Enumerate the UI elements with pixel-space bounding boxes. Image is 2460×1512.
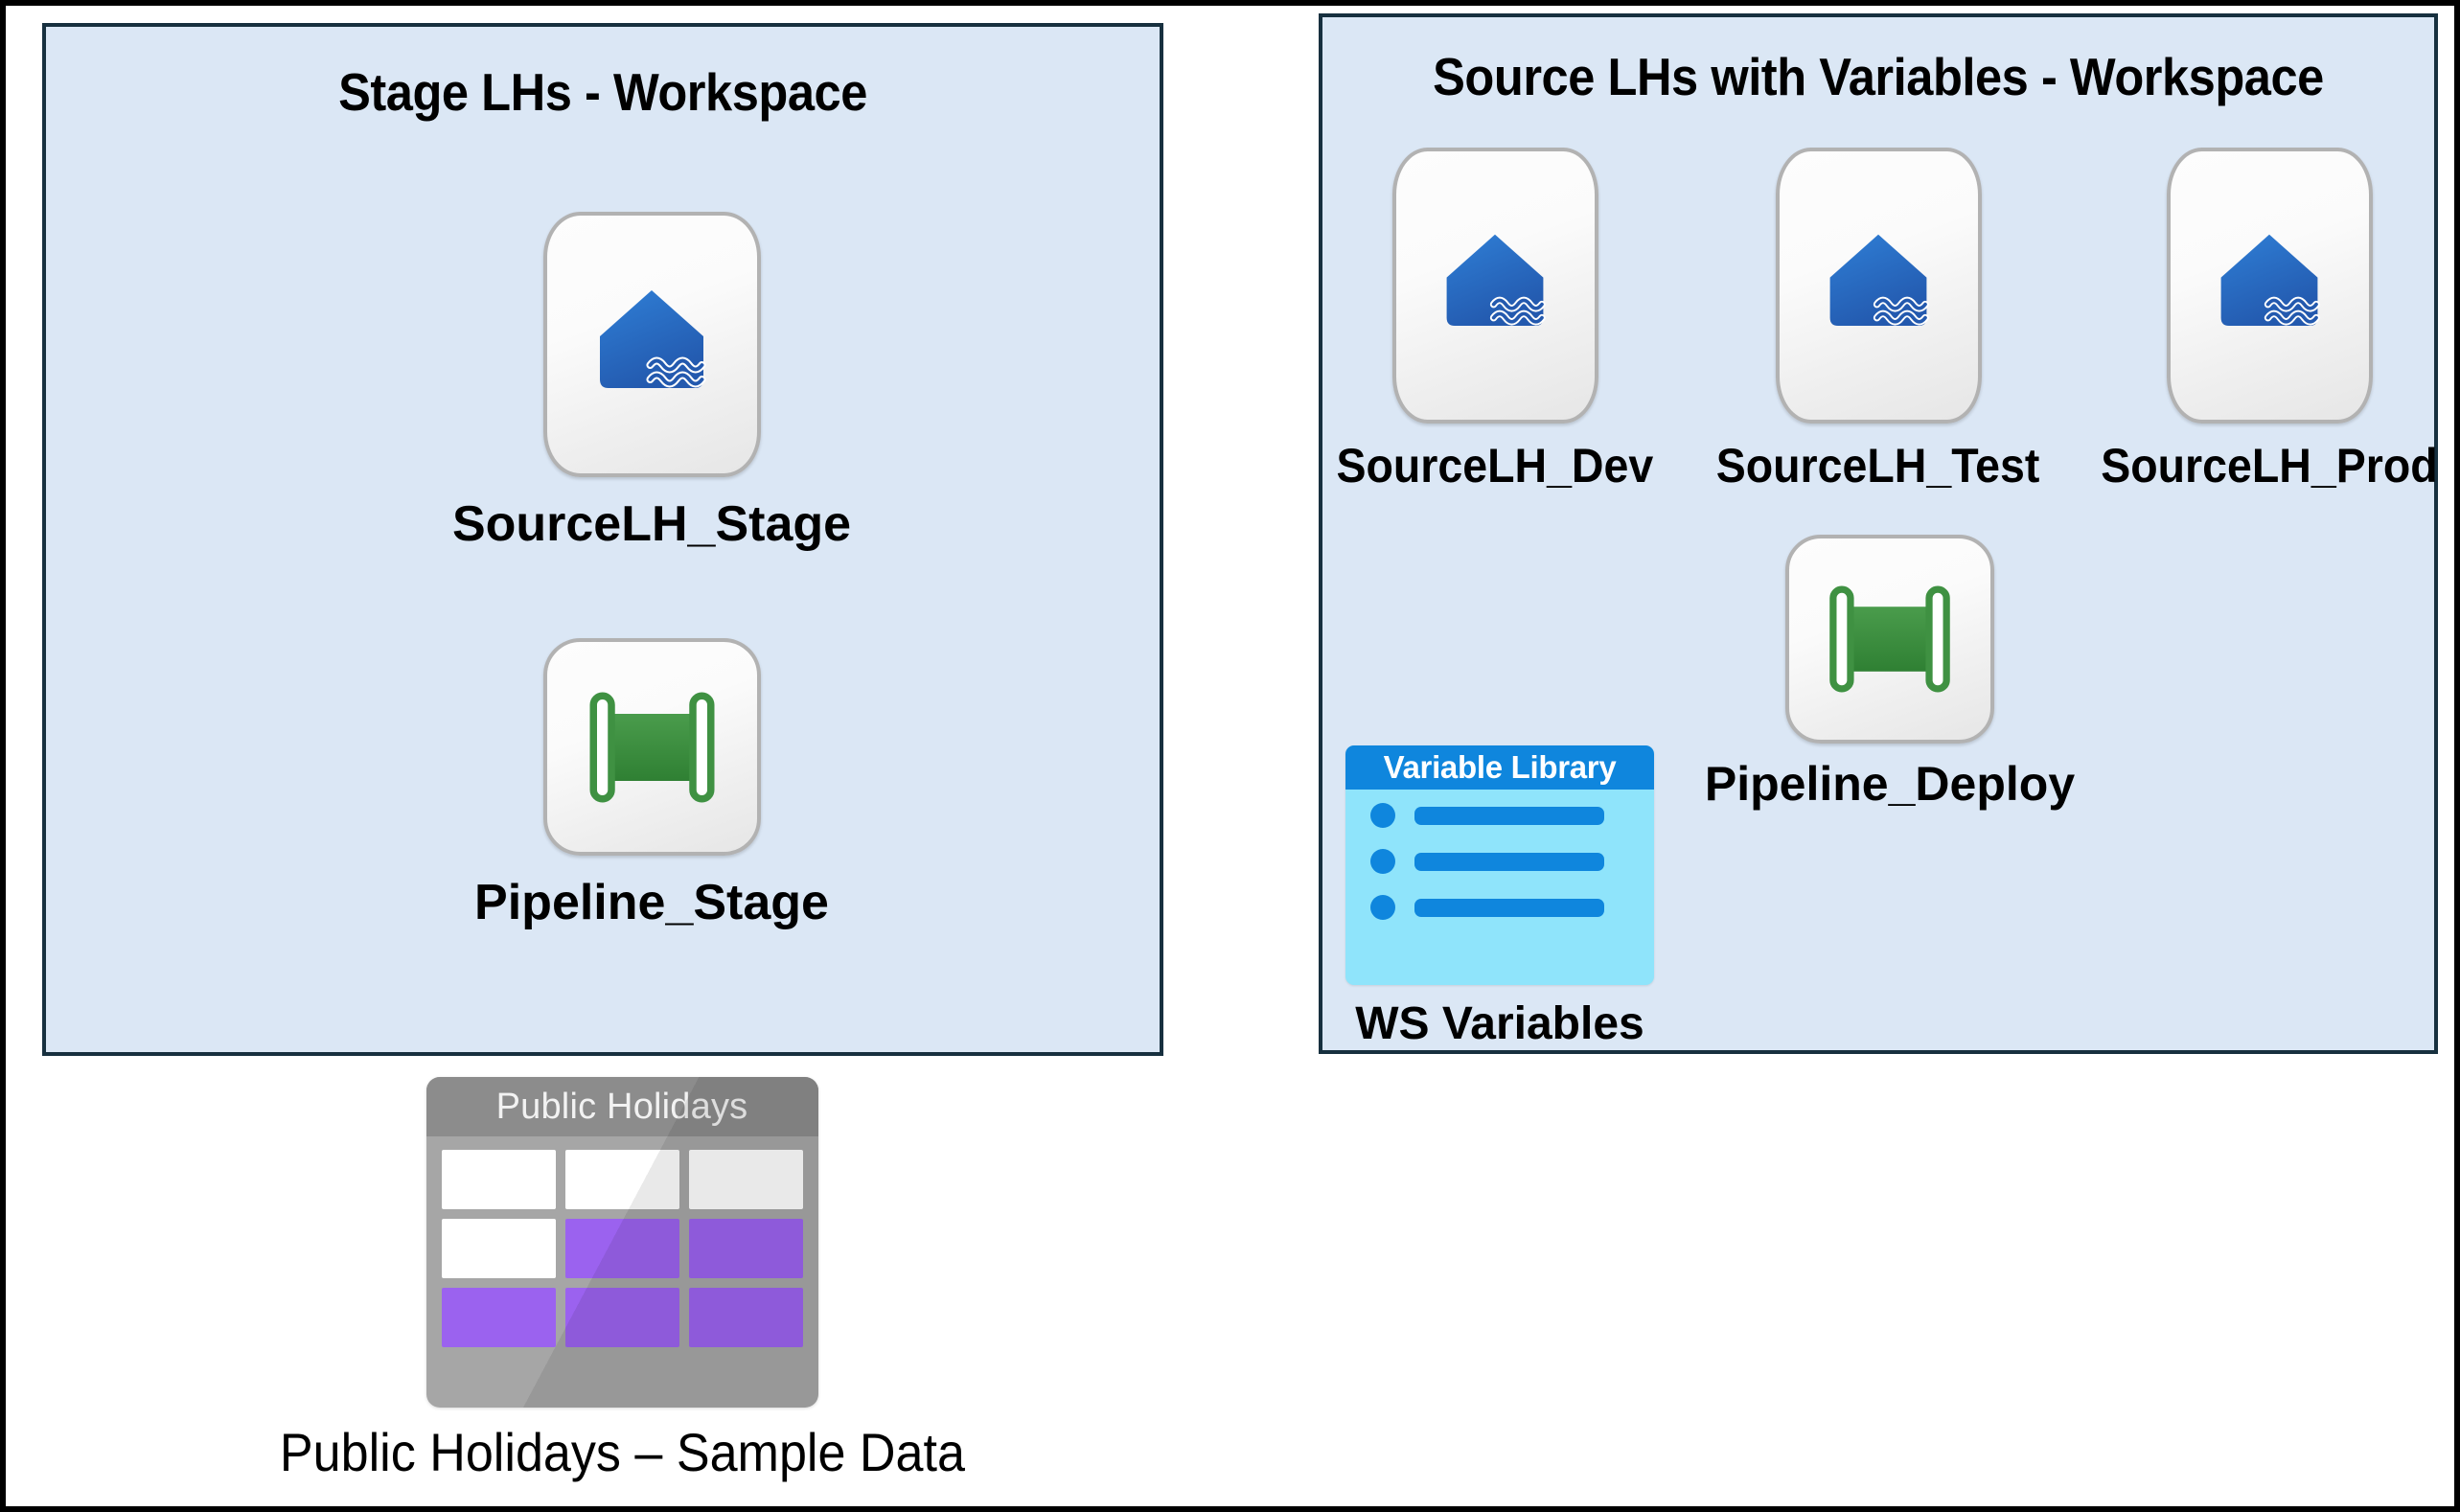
table-cell	[564, 1219, 679, 1278]
panel-title-stage: Stage LHs - Workspace	[338, 62, 867, 122]
public-holidays-caption: Public Holidays – Sample Data	[279, 1422, 965, 1482]
asset-label: Pipeline_Stage	[474, 875, 829, 930]
table-cell	[688, 1150, 803, 1209]
variable-library-icon: Variable Library	[1345, 745, 1654, 985]
bullet-icon	[1370, 895, 1395, 920]
pipeline-icon	[1785, 535, 1994, 744]
table-icon-grid	[426, 1136, 818, 1364]
lakehouse-icon	[542, 212, 761, 477]
table-cell	[688, 1288, 803, 1347]
table-cell	[564, 1150, 679, 1209]
asset-label: Pipeline_Deploy	[1704, 757, 2076, 811]
table-icon: Public Holidays	[425, 1077, 818, 1408]
asset-label: WS Variables	[1355, 998, 1644, 1049]
variable-bar	[1414, 806, 1604, 825]
variable-row	[1370, 895, 1629, 920]
lakehouse-icon	[2166, 148, 2373, 424]
table-cell	[441, 1150, 556, 1209]
asset-node-sourcelh-stage[interactable]: SourceLH_Stage	[452, 212, 851, 551]
asset-label: SourceLH_Prod	[2101, 439, 2438, 493]
variable-library-title: Variable Library	[1345, 745, 1654, 790]
asset-node-sourcelh-test[interactable]: SourceLH_Test	[1716, 148, 2040, 492]
asset-label: SourceLH_Stage	[451, 496, 852, 552]
variable-bar	[1414, 852, 1604, 871]
asset-label: SourceLH_Dev	[1336, 439, 1654, 493]
pipeline-icon	[542, 638, 761, 856]
panel-title-source: Source LHs with Variables - Workspace	[1433, 47, 2324, 106]
table-cell	[688, 1219, 803, 1278]
variable-bar	[1414, 898, 1604, 917]
asset-node-ws-variables[interactable]: Variable Library WS Varia	[1342, 745, 1658, 1048]
bullet-icon	[1370, 849, 1395, 874]
asset-node-sourcelh-dev[interactable]: SourceLH_Dev	[1337, 148, 1653, 492]
lakehouse-icon	[1391, 148, 1598, 424]
bullet-icon	[1370, 803, 1395, 828]
table-cell	[441, 1288, 556, 1347]
asset-node-pipeline-stage[interactable]: Pipeline_Stage	[474, 638, 829, 929]
workspace-panel-source: Source LHs with Variables - Workspace So…	[1319, 13, 2438, 1054]
asset-node-sourcelh-prod[interactable]: SourceLH_Prod	[2101, 148, 2438, 492]
table-icon-title: Public Holidays	[425, 1077, 818, 1136]
asset-node-pipeline-deploy[interactable]: Pipeline_Deploy	[1705, 535, 2075, 810]
table-cell	[564, 1288, 679, 1347]
table-cell	[441, 1219, 556, 1278]
variable-row	[1370, 849, 1629, 874]
asset-label: SourceLH_Test	[1716, 439, 2040, 493]
asset-node-public-holidays[interactable]: Public Holidays Public Holidays – Sample…	[239, 1077, 1005, 1483]
variable-row	[1370, 803, 1629, 828]
lakehouse-icon	[1775, 148, 1982, 424]
workspace-panel-stage: Stage LHs - Workspace	[42, 23, 1163, 1056]
